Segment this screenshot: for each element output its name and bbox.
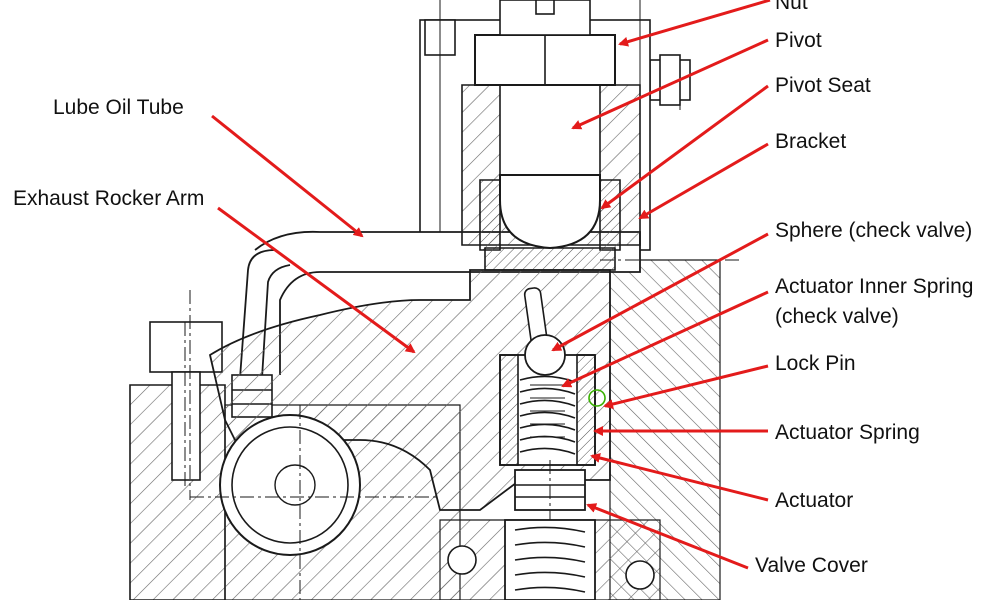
arrow-lube-oil-tube — [211, 114, 364, 238]
label-bracket: Bracket — [775, 130, 847, 153]
label-valve-cover: Valve Cover — [755, 554, 868, 577]
arrow-nut — [618, 0, 771, 47]
label-pivot-seat: Pivot Seat — [775, 74, 871, 97]
label-actuator-spring: Actuator Spring — [775, 421, 920, 444]
arrow-actuator — [590, 453, 769, 502]
arrow-lock-pin — [603, 364, 769, 409]
arrow-actuator-inner-spring — [561, 290, 769, 388]
label-actuator-inner-spring-line2: (check valve) — [775, 305, 899, 328]
mechanism-drawing — [129, 0, 740, 600]
label-actuator: Actuator — [775, 489, 854, 512]
arrow-bracket — [638, 142, 769, 220]
leader-arrows — [211, 0, 771, 570]
label-pivot: Pivot — [775, 29, 822, 52]
sphere — [524, 334, 566, 376]
left-bolt — [149, 321, 223, 373]
arrow-pivot — [571, 38, 769, 130]
lock-pin-marker — [588, 389, 606, 407]
arrow-sphere — [551, 232, 769, 352]
label-lock-pin: Lock Pin — [775, 352, 856, 375]
arrow-valve-cover — [586, 503, 749, 570]
label-nut: Nut — [775, 0, 808, 14]
label-sphere: Sphere (check valve) — [775, 219, 973, 242]
label-actuator-inner-spring-line1: Actuator Inner Spring — [775, 275, 974, 298]
label-lube-oil-tube: Lube Oil Tube — [53, 96, 184, 119]
arrow-exhaust-rocker-arm — [217, 206, 416, 354]
pivot-ball — [499, 174, 601, 250]
label-exhaust-rocker-arm: Exhaust Rocker Arm — [13, 187, 205, 210]
label-actuator-inner-spring: Actuator Inner Spring (check valve) — [775, 274, 973, 330]
arrow-pivot-seat — [600, 84, 769, 210]
pivot-seat — [479, 179, 501, 251]
